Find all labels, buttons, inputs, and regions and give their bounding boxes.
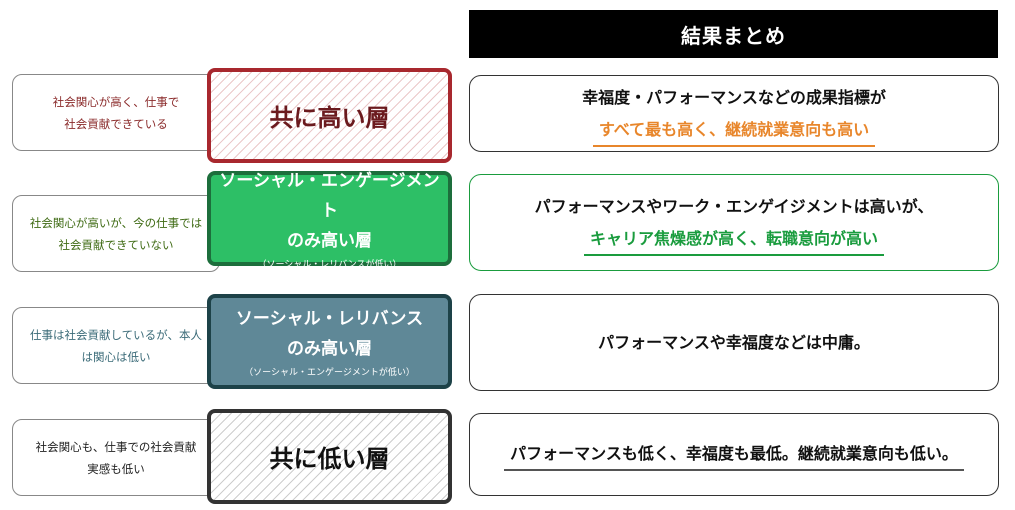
- result-highlight: パフォーマンスも低く、幸福度も最低。継続就業意向も低い。: [504, 439, 964, 471]
- segment-title-line: ソーシャル・レリバンス: [235, 308, 424, 329]
- segment-low-both: 共に低い層: [207, 409, 452, 504]
- summary-header: 結果まとめ: [469, 10, 998, 58]
- description-line: 社会貢献できている: [64, 116, 168, 131]
- result-line: 幸福度・パフォーマンスなどの成果指標が: [582, 87, 886, 107]
- description-line: 仕事は社会貢献しているが、本人: [30, 327, 202, 342]
- segment-social-engagement-only: ソーシャル・エンゲージメント のみ高い層 （ソーシャル・レリバンスが低い）: [207, 171, 452, 270]
- result-box-low-both: パフォーマンスも低く、幸福度も最低。継続就業意向も低い。: [469, 413, 999, 496]
- segment-high-both: 共に高い層: [207, 68, 452, 163]
- segment-social-relevance-only: ソーシャル・レリバンス のみ高い層 （ソーシャル・エンゲージメントが低い）: [207, 294, 452, 389]
- description-line: 社会貢献できていない: [58, 237, 174, 252]
- description-box-social-relevance: 仕事は社会貢献しているが、本人 は関心は低い: [12, 307, 220, 384]
- result-box-social-engagement: パフォーマンスやワーク・エンゲイジメントは高いが、 キャリア焦燥感が高く、転職意…: [469, 174, 999, 271]
- description-line: は関心は低い: [81, 349, 151, 364]
- description-box-low-both: 社会関心も、仕事での社会貢献 実感も低い: [12, 419, 220, 496]
- segment-title-line: のみ高い層: [287, 230, 372, 251]
- result-box-high-both: 幸福度・パフォーマンスなどの成果指標が すべて最も高く、継続就業意向も高い: [469, 75, 999, 152]
- result-highlight: キャリア焦燥感が高く、転職意向が高い: [583, 224, 884, 256]
- segment-title: 共に低い層: [269, 445, 390, 473]
- result-highlight: すべて最も高く、継続就業意向も高い: [592, 115, 876, 147]
- description-box-high-both: 社会関心が高く、仕事で 社会貢献できている: [12, 74, 220, 151]
- segment-note: （ソーシャル・レリバンスが低い）: [257, 259, 402, 270]
- description-line: 社会関心が高いが、今の仕事では: [29, 215, 203, 230]
- description-line: 実感も低い: [87, 461, 145, 476]
- segment-title-line: ソーシャル・エンゲージメント: [219, 170, 440, 221]
- result-line: パフォーマンスやワーク・エンゲイジメントは高いが、: [534, 196, 934, 216]
- segment-title: 共に高い層: [269, 104, 390, 132]
- segment-title-line: のみ高い層: [287, 338, 372, 359]
- summary-header-title: 結果まとめ: [681, 23, 786, 48]
- result-box-social-relevance: パフォーマンスや幸福度などは中庸。: [469, 294, 999, 391]
- description-box-social-engagement: 社会関心が高いが、今の仕事では 社会貢献できていない: [12, 195, 220, 272]
- description-line: 社会関心が高く、仕事で: [52, 94, 180, 109]
- segment-note: （ソーシャル・エンゲージメントが低い）: [244, 367, 415, 378]
- description-line: 社会関心も、仕事での社会貢献: [35, 439, 197, 454]
- result-line: パフォーマンスや幸福度などは中庸。: [598, 332, 870, 352]
